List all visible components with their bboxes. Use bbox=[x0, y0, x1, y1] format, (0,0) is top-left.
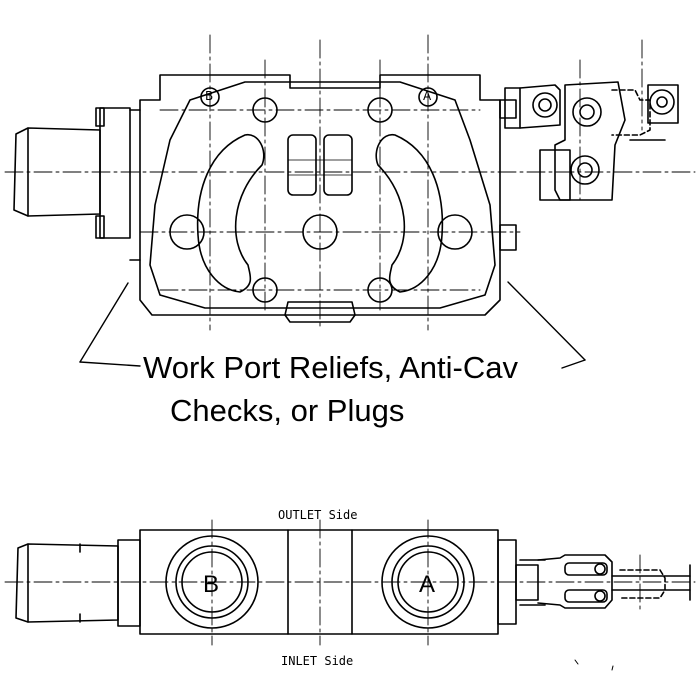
callout-leaders bbox=[79, 281, 586, 369]
center-slot-right bbox=[323, 134, 353, 196]
bottom-port-a-label: A bbox=[419, 571, 436, 598]
top-bolt-holes bbox=[169, 87, 473, 303]
callout-line-1: Work Port Reliefs, Anti-Cav bbox=[143, 350, 518, 385]
bottom-port-a bbox=[381, 535, 475, 629]
top-body bbox=[129, 74, 517, 316]
bottom-view bbox=[4, 519, 696, 671]
top-port-a-label: A bbox=[423, 89, 432, 103]
inlet-side-label: INLET Side bbox=[281, 654, 354, 668]
top-centerlines bbox=[4, 34, 696, 331]
top-bottom-nub bbox=[284, 301, 356, 323]
stray-mark bbox=[611, 665, 614, 671]
top-left-boss bbox=[13, 107, 131, 239]
top-port-b-label: B bbox=[205, 89, 214, 103]
top-face-plate bbox=[149, 81, 496, 309]
bottom-port-b bbox=[165, 535, 259, 629]
bottom-right-linkage bbox=[515, 554, 691, 609]
stray-mark bbox=[574, 659, 579, 665]
kidney-right bbox=[375, 134, 444, 293]
center-slot-left bbox=[287, 134, 317, 196]
bottom-body bbox=[139, 529, 517, 635]
bottom-centerlines bbox=[4, 519, 696, 646]
top-view bbox=[4, 34, 696, 369]
bottom-left-boss bbox=[15, 539, 141, 627]
kidney-left bbox=[196, 134, 265, 293]
callout-line-2: Checks, or Plugs bbox=[170, 393, 405, 428]
top-right-linkage bbox=[504, 81, 679, 201]
outlet-side-label: OUTLET Side bbox=[278, 508, 358, 522]
bottom-port-b-label: B bbox=[203, 571, 220, 598]
